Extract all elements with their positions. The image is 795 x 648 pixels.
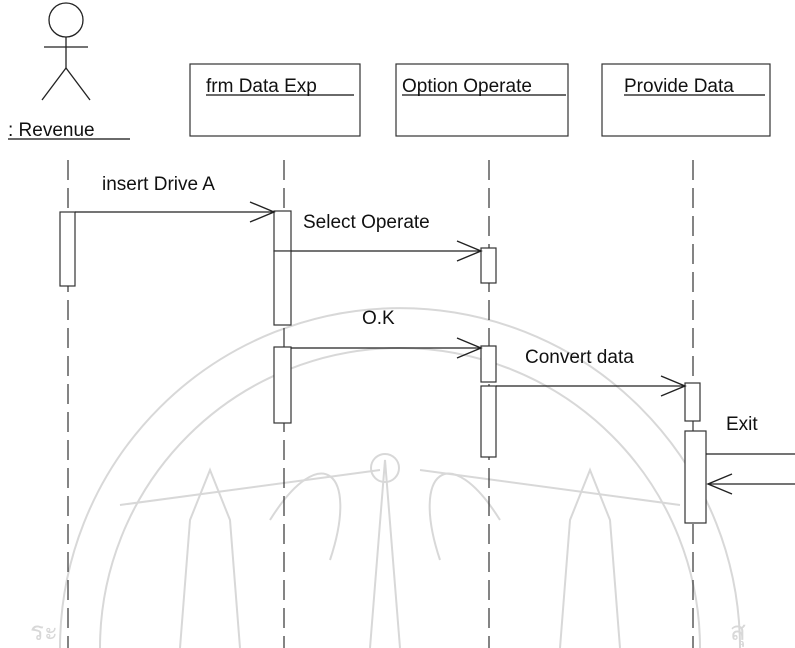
message-label: Convert data <box>525 347 634 368</box>
message-label: Exit <box>726 414 758 435</box>
activation-revenue <box>60 212 75 286</box>
object-label: frm Data Exp <box>206 76 317 97</box>
activation-opt-2 <box>481 346 496 382</box>
message-label: insert Drive A <box>102 174 215 195</box>
activation-frm-3 <box>274 347 291 423</box>
message-convert-data: Convert data <box>496 347 685 396</box>
activation-frm-1 <box>274 211 291 251</box>
activation-frm-2 <box>274 251 291 325</box>
activation-opt-1 <box>481 248 496 283</box>
activation-opt-3 <box>481 386 496 457</box>
message-ok: O.K <box>291 308 481 358</box>
object-box <box>396 64 568 136</box>
actor-revenue: : Revenue <box>8 3 130 141</box>
object-frm-data-exp: frm Data Exp <box>190 64 360 136</box>
object-provide-data: Provide Data <box>602 64 770 136</box>
message-exit: Exit <box>706 414 795 494</box>
object-label: Provide Data <box>624 76 734 97</box>
message-label: O.K <box>362 308 395 329</box>
watermark-left-text: ระ <box>30 616 58 646</box>
actor-left-leg <box>42 68 66 100</box>
activation-prov-2 <box>685 431 706 523</box>
message-select-operate: Select Operate <box>291 212 481 261</box>
actor-right-leg <box>66 68 90 100</box>
message-label: Select Operate <box>303 212 430 233</box>
actor-head-icon <box>49 3 83 37</box>
watermark-right-text: สุ <box>730 616 746 647</box>
actor-label: : Revenue <box>8 120 95 141</box>
object-box <box>602 64 770 136</box>
object-box <box>190 64 360 136</box>
message-insert-drive-a: insert Drive A <box>75 174 274 222</box>
object-label: Option Operate <box>402 76 532 97</box>
watermark: ระ สุ <box>30 308 746 648</box>
object-option-operate: Option Operate <box>396 64 568 136</box>
activation-prov-1 <box>685 383 700 421</box>
